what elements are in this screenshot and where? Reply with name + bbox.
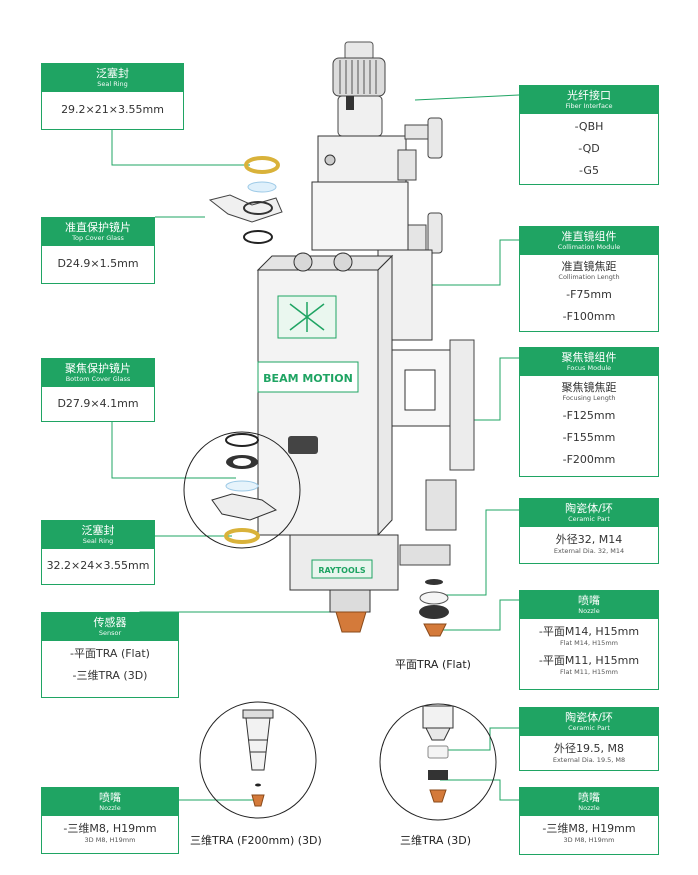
spec-value: 29.2×21×3.55mm xyxy=(61,103,164,116)
card-title: 聚焦镜组件 xyxy=(561,351,617,364)
spec-item: -F125mm xyxy=(562,409,616,422)
focal-length-label: 聚焦镜焦距 xyxy=(561,381,617,394)
caption-flat: 平面TRA (Flat) xyxy=(395,658,471,671)
spec-item: -F200mm xyxy=(562,453,616,466)
collimation-module-card: 准直镜组件 Collimation Module 准直镜焦距 Collimati… xyxy=(519,226,659,332)
spec-sub: External Dia. 19.5, M8 xyxy=(552,756,626,764)
nozzle-3d-left-card: 喷嘴 Nozzle -三维M8, H19mm 3D M8, H19mm xyxy=(41,787,179,854)
ceramic-flat-card: 陶瓷体/环 Ceramic Part 外径32, M14 External Di… xyxy=(519,498,659,564)
card-title: 泛塞封 xyxy=(96,67,129,80)
focal-length-label: 准直镜焦距 xyxy=(561,260,617,273)
brand-text: BEAM MOTION xyxy=(263,372,353,385)
nozzle-flat-card: 喷嘴 Nozzle -平面M14, H15mm Flat M14, H15mm … xyxy=(519,590,659,690)
lower-exploded-parts xyxy=(183,431,301,549)
card-title: 喷嘴 xyxy=(578,791,600,804)
nozzle-3d-f200-detail xyxy=(199,701,317,819)
spec-value: -三维M8, H19mm xyxy=(63,822,157,835)
card-subtitle: Fiber Interface xyxy=(565,102,613,110)
spec-value: 外径19.5, M8 xyxy=(554,742,624,755)
spec-item: -F100mm xyxy=(562,310,616,323)
focal-length-sublabel: Focusing Length xyxy=(562,394,616,402)
upper-exploded-parts xyxy=(208,156,283,244)
card-subtitle: Nozzle xyxy=(578,607,600,615)
spec-value: -平面M14, H15mm xyxy=(538,625,640,638)
card-title: 陶瓷体/环 xyxy=(565,502,613,515)
card-subtitle: Top Cover Glass xyxy=(72,234,124,242)
card-header: 泛塞封 Seal Ring xyxy=(42,64,183,92)
card-title: 聚焦保护镜片 xyxy=(65,362,131,375)
card-title: 喷嘴 xyxy=(99,791,121,804)
spec-item: -三维TRA (3D) xyxy=(72,669,148,682)
spec-value: 32.2×24×3.55mm xyxy=(46,559,150,572)
card-subtitle: Sensor xyxy=(98,629,122,637)
card-subtitle: Nozzle xyxy=(578,804,600,812)
spec-item: -平面TRA (Flat) xyxy=(70,647,150,660)
card-subtitle: Focus Module xyxy=(566,364,612,372)
bottom-cover-glass-card: 聚焦保护镜片 Bottom Cover Glass D27.9×4.1mm xyxy=(41,358,155,422)
card-title: 准直镜组件 xyxy=(561,230,617,243)
spec-sub: 3D M8, H19mm xyxy=(84,836,136,844)
seal-ring-top-card: 泛塞封 Seal Ring 29.2×21×3.55mm xyxy=(41,63,184,130)
spec-sub: 3D M8, H19mm xyxy=(563,836,615,844)
spec-item: -QBH xyxy=(574,120,604,133)
fiber-interface-card: 光纤接口 Fiber Interface -QBH -QD -G5 xyxy=(519,85,659,185)
card-title: 准直保护镜片 xyxy=(65,221,131,234)
top-cover-glass-card: 准直保护镜片 Top Cover Glass D24.9×1.5mm xyxy=(41,217,155,284)
spec-value: -三维M8, H19mm xyxy=(542,822,636,835)
spec-item: -F155mm xyxy=(562,431,616,444)
card-subtitle: Nozzle xyxy=(99,804,121,812)
card-subtitle: Seal Ring xyxy=(82,537,114,545)
spec-value: -平面M11, H15mm xyxy=(538,654,640,667)
card-title: 喷嘴 xyxy=(578,594,600,607)
focus-module-card: 聚焦镜组件 Focus Module 聚焦镜焦距 Focusing Length… xyxy=(519,347,659,477)
spec-value: D27.9×4.1mm xyxy=(57,397,139,410)
ceramic-3d-card: 陶瓷体/环 Ceramic Part 外径19.5, M8 External D… xyxy=(519,707,659,771)
card-subtitle: Seal Ring xyxy=(97,80,128,88)
seal-ring-bottom-card: 泛塞封 Seal Ring 32.2×24×3.55mm xyxy=(41,520,155,585)
card-subtitle: Ceramic Part xyxy=(568,515,610,523)
focal-length-sublabel: Collimation Length xyxy=(558,273,620,281)
card-title: 传感器 xyxy=(93,616,127,629)
card-title: 光纤接口 xyxy=(567,89,611,102)
card-title: 泛塞封 xyxy=(81,524,115,537)
spec-sub: Flat M11, H15mm xyxy=(560,668,618,676)
spec-value: D24.9×1.5mm xyxy=(57,257,139,270)
spec-sub: External Dia. 32, M14 xyxy=(553,547,625,555)
sensor-brand-text: RAYTOOLS xyxy=(318,566,366,575)
card-title: 陶瓷体/环 xyxy=(565,711,613,724)
spec-value: 外径32, M14 xyxy=(555,533,623,546)
laser-head-body: BEAM MOTION RAYTOOLS xyxy=(256,41,475,637)
spec-item: -QD xyxy=(578,142,600,155)
spec-sub: Flat M14, H15mm xyxy=(560,639,618,647)
card-subtitle: Collimation Module xyxy=(557,243,621,251)
caption-f200-3d: 三维TRA (F200mm) (3D) xyxy=(190,834,322,847)
sensor-card: 传感器 Sensor -平面TRA (Flat) -三维TRA (3D) xyxy=(41,612,179,698)
spec-item: -F75mm xyxy=(566,288,612,301)
spec-item: -G5 xyxy=(579,164,599,177)
card-subtitle: Bottom Cover Glass xyxy=(65,375,131,383)
nozzle-3d-tra-detail xyxy=(379,703,497,821)
card-subtitle: Ceramic Part xyxy=(568,724,610,732)
nozzle-3d-right-card: 喷嘴 Nozzle -三维M8, H19mm 3D M8, H19mm xyxy=(519,787,659,855)
caption-tra-3d: 三维TRA (3D) xyxy=(400,834,471,847)
